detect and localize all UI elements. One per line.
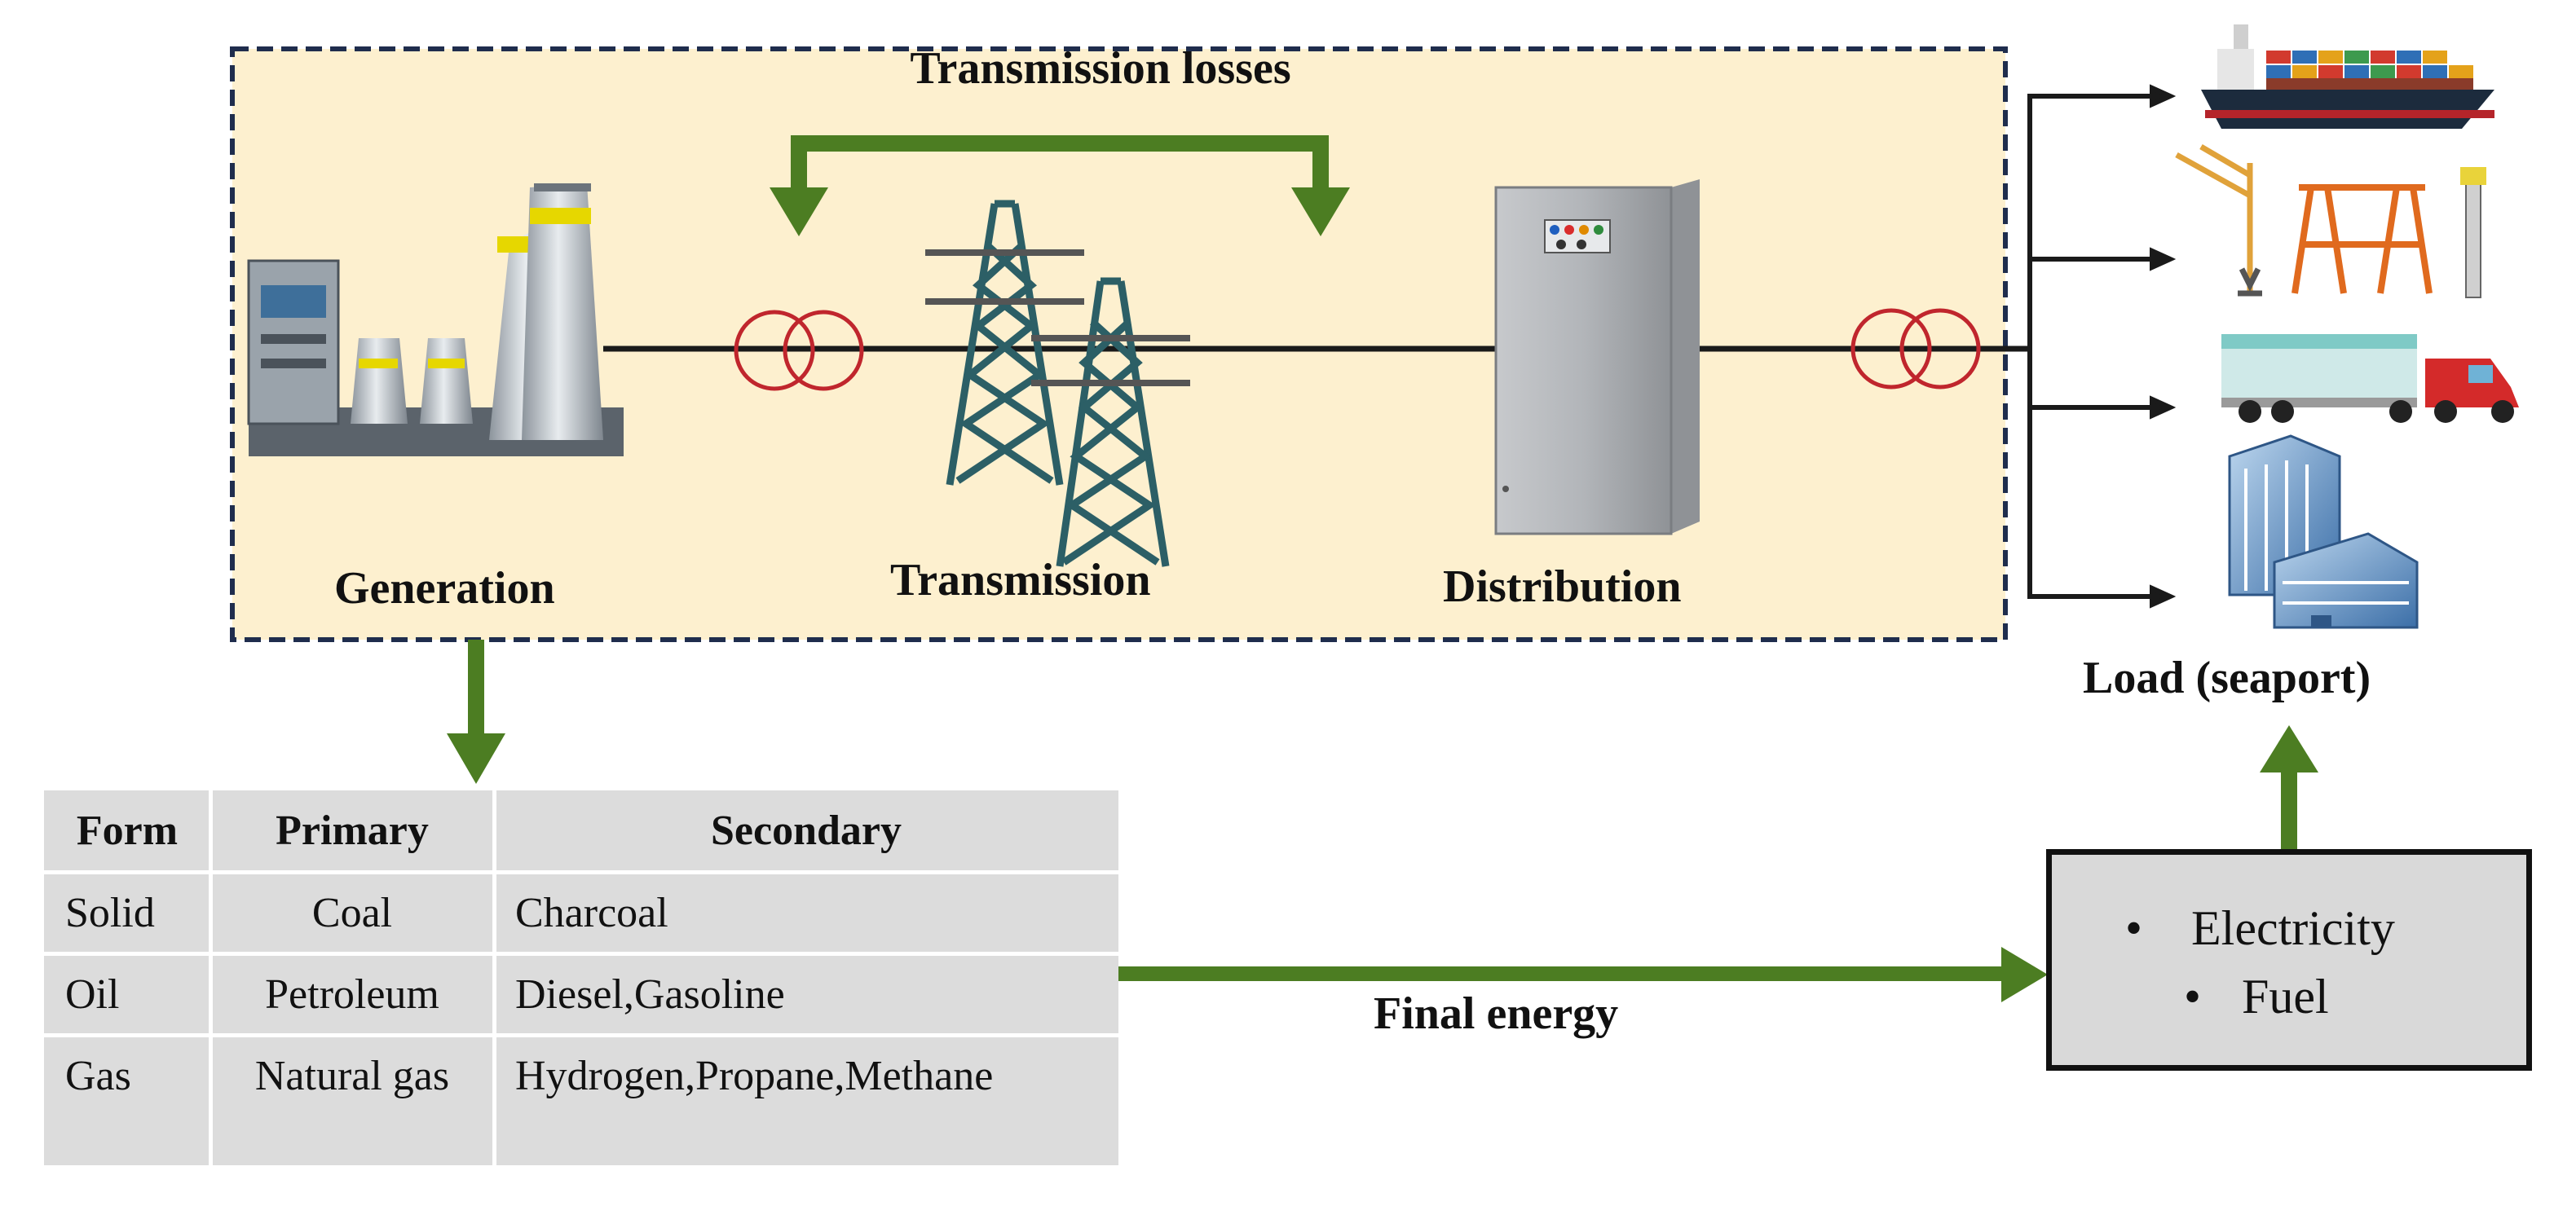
generation-to-table-arrow: [447, 640, 505, 784]
table-cell: Coal: [311, 890, 393, 936]
table-divider: [44, 1033, 1118, 1037]
energy-carriers-box: • Electricity • Fuel: [2046, 849, 2532, 1071]
gantry-crane-icon: [2291, 184, 2433, 294]
bullet-icon: •: [2184, 970, 2202, 1023]
table-divider: [209, 790, 213, 1165]
carrier-item: • Electricity: [2125, 900, 2395, 957]
table-cell: Hydrogen,Propane,Methane: [515, 1053, 994, 1099]
table-header-cell: Secondary: [711, 807, 902, 854]
truck-icon: [2221, 334, 2519, 423]
distribution-cabinet-icon: [1494, 179, 1700, 535]
table-cell: Petroleum: [265, 971, 439, 1018]
transmission-tower-icon: [925, 200, 1084, 486]
table-cell: Charcoal: [515, 890, 668, 936]
load-branch-lines: [2027, 84, 2177, 609]
distribution-label: Distribution: [1443, 561, 1682, 612]
table-header-row: Form Primary Secondary: [44, 790, 1118, 870]
container-ship-icon: [2201, 24, 2494, 129]
table-header-cell: Form: [76, 807, 179, 854]
energy-forms-table: Form Primary Secondary Solid Coal Charco…: [44, 790, 1118, 1165]
power-plant-icon: [247, 183, 624, 456]
generation-label: Generation: [334, 563, 555, 614]
transformer-icon: [734, 310, 864, 391]
load-seaport-label: Load (seaport): [2083, 653, 2371, 703]
carrier-label: Fuel: [2242, 970, 2329, 1023]
table-header-cell: Primary: [276, 807, 429, 854]
transmission-tower-icon: [1031, 277, 1190, 567]
final-energy-arrow: [1118, 947, 2048, 1002]
transmission-label: Transmission: [890, 555, 1151, 605]
table-cell: Diesel,Gasoline: [515, 971, 785, 1018]
table-row: Solid Coal Charcoal: [44, 874, 1118, 952]
table-row: Gas Natural gas Hydrogen,Propane,Methane: [44, 1037, 1118, 1115]
transmission-losses-arrow: [770, 135, 1350, 236]
table-divider: [492, 790, 496, 1165]
table-cell: Gas: [65, 1053, 131, 1099]
transmission-losses-label: Transmission losses: [910, 43, 1291, 94]
table-row: Oil Petroleum Diesel,Gasoline: [44, 956, 1118, 1033]
carrier-item: • Fuel: [2184, 969, 2329, 1025]
table-divider: [44, 870, 1118, 874]
table-cell: Oil: [65, 971, 120, 1018]
crane-tower-icon: [2460, 167, 2486, 298]
bullet-icon: •: [2125, 901, 2143, 955]
port-crane-icon: [2175, 143, 2262, 297]
office-building-icon: [2228, 434, 2419, 629]
box-to-load-arrow: [2260, 725, 2318, 852]
transformer-icon: [1850, 308, 1981, 390]
table-cell: Solid: [65, 890, 155, 936]
final-energy-label: Final energy: [1374, 988, 1619, 1039]
table-cell: Natural gas: [254, 1053, 450, 1099]
table-divider: [44, 952, 1118, 956]
carrier-label: Electricity: [2191, 901, 2395, 955]
